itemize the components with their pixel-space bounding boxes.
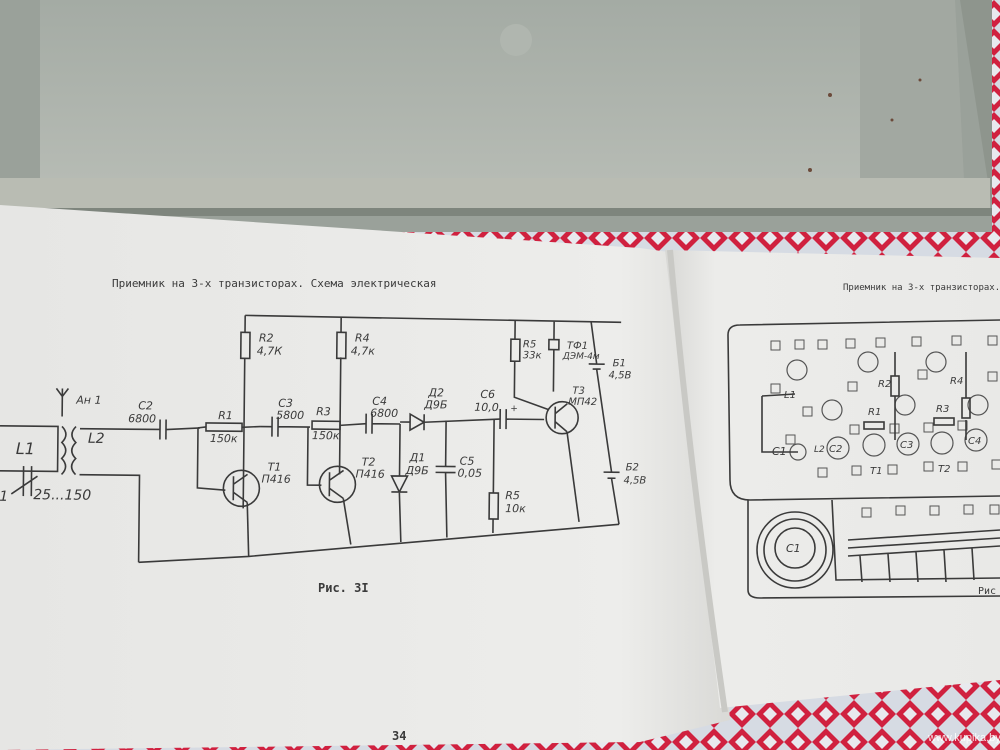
svg-text:R2: R2 [878,379,891,390]
svg-text:Д1: Д1 [409,451,426,464]
svg-text:R4: R4 [950,376,963,387]
svg-text:C2: C2 [829,444,842,455]
right-figure-caption: Рис [978,586,996,597]
svg-text:4,5В: 4,5В [609,370,632,381]
svg-text:C4: C4 [968,436,981,447]
circuit-schematic: Aн 1 L1 L2 25...150 1 C2 6800 R1 150к R2… [0,314,646,564]
watermark: www.kupika.by [927,732,1000,744]
svg-text:1: 1 [0,489,8,505]
svg-text:Д9Б: Д9Б [405,464,429,477]
svg-text:T3: T3 [572,386,585,397]
svg-text:T2: T2 [938,464,950,475]
svg-text:6800: 6800 [128,412,156,425]
svg-text:ДЭМ-4м: ДЭМ-4м [562,352,600,362]
svg-text:T2: T2 [362,456,376,469]
left-page [0,205,730,750]
svg-text:R3: R3 [936,404,949,415]
svg-text:C2: C2 [138,399,153,412]
svg-text:L1: L1 [16,439,35,458]
svg-text:C3: C3 [900,440,913,451]
svg-text:R4: R4 [355,332,370,345]
svg-text:Aн 1: Aн 1 [75,394,101,407]
svg-text:25...150: 25...150 [33,487,91,504]
svg-text:+: + [510,404,518,414]
svg-text:T1: T1 [268,461,282,474]
svg-text:П416: П416 [261,473,290,486]
figure-caption: Рис. 3I [318,581,369,595]
svg-text:150к: 150к [210,432,238,445]
svg-text:150к: 150к [312,429,340,442]
svg-text:R2: R2 [259,332,274,345]
svg-text:C6: C6 [480,388,495,401]
svg-text:L2: L2 [814,445,825,455]
svg-text:33к: 33к [523,350,542,361]
svg-text:C5: C5 [460,455,475,468]
svg-text:C3: C3 [278,397,293,410]
svg-text:C4: C4 [372,395,387,408]
svg-text:C1: C1 [786,542,801,555]
svg-text:4,7К: 4,7К [257,344,284,357]
svg-text:4,7к: 4,7к [351,344,376,357]
svg-text:T1: T1 [870,466,882,477]
svg-text:Б1: Б1 [613,358,626,369]
svg-text:6800: 6800 [370,407,398,420]
page-title: Приемник на 3-х транзисторах. Схема элек… [112,277,437,290]
svg-text:R1: R1 [868,407,881,418]
svg-text:Д2: Д2 [427,386,444,399]
svg-text:10,0: 10,0 [474,401,499,414]
pcb-layout-drawing: C1 L1 R1 R2 R3 R4 C1 C2 C3 C4 T1 T2 L2 [727,319,1000,599]
svg-text:R1: R1 [218,409,233,422]
svg-text:5800: 5800 [276,409,304,422]
page-number: 34 [392,729,406,743]
svg-text:R5: R5 [523,339,536,350]
right-page-title: Приемник на 3-х транзисторах. Схе [843,283,1000,293]
svg-text:МП42: МП42 [568,397,597,408]
svg-text:C1: C1 [772,445,787,458]
svg-text:Д9Б: Д9Б [423,398,447,411]
svg-text:4,5В: 4,5В [623,475,646,486]
svg-text:0,05: 0,05 [457,467,482,480]
svg-text:Б2: Б2 [626,462,639,473]
svg-text:10к: 10к [505,502,526,515]
svg-text:L2: L2 [88,431,105,447]
svg-text:П416: П416 [355,468,384,481]
svg-text:ТФ1: ТФ1 [567,341,588,352]
svg-text:L1: L1 [784,390,796,401]
svg-text:R5: R5 [505,489,520,502]
plastic-box [0,0,992,232]
svg-text:R3: R3 [316,405,331,418]
